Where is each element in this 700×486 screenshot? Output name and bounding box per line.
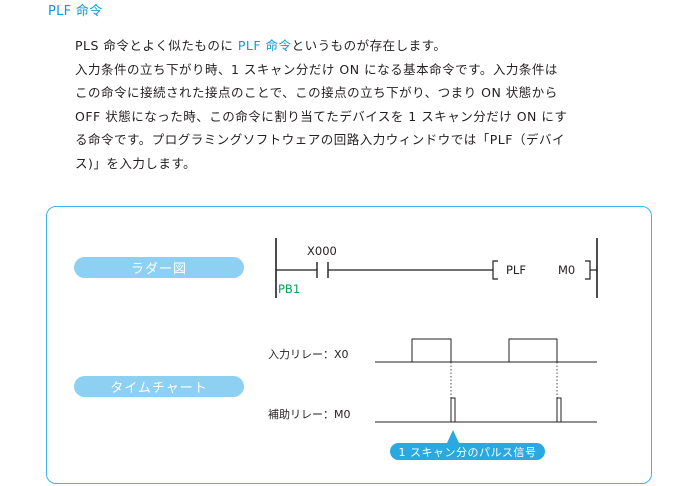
input-relay-label: 入力リレー：X0 (268, 348, 349, 361)
paragraph-line-4: OFF 状態になった時、この命令に割り当てたデバイスを 1 スキャン分だけ ON… (75, 108, 568, 124)
line1-post: というものが存在します。 (291, 38, 447, 53)
instruction-bracket-close (585, 260, 591, 280)
paragraph-line-5: る命令です。プログラミングソフトウェアの回路入力ウィンドウでは「PLF（デバイ (75, 132, 565, 148)
x0-pulse-2 (508, 338, 558, 362)
plf-highlight: PLF 命令 (237, 38, 292, 53)
ladder-diagram-label: ラダー図 (74, 257, 244, 278)
instruction-label: PLF (506, 263, 526, 277)
body-paragraph: PLS 命令とよく似たものに PLF 命令というものが存在します。 入力条件の立… (75, 34, 635, 176)
paragraph-line-3: この命令に接続された接点のことで、この接点の立ち下がり、つまり ON 状態から (75, 85, 558, 101)
contact-device-label: X000 (307, 244, 337, 258)
callout-pointer (447, 430, 459, 443)
paragraph-line-6: ス)」を入力します。 (75, 155, 197, 171)
paragraph-line-1: PLS 命令とよく似たものに PLF 命令というものが存在します。 (75, 34, 635, 58)
contact-comment-label: PB1 (278, 282, 301, 296)
diagram-frame (46, 206, 652, 484)
line1-pre: PLS 命令とよく似たものに (75, 38, 238, 53)
m0-pulse-2 (556, 397, 562, 422)
section-heading: PLF 命令 (48, 4, 103, 19)
aux-relay-label: 補助リレー：M0 (268, 408, 351, 421)
x0-pulse-1 (411, 338, 452, 362)
m0-pulse-1 (450, 397, 456, 422)
instruction-bracket-open (492, 260, 498, 280)
pulse-callout: 1 スキャン分のパルス信号 (390, 443, 545, 460)
instruction-device-label: M0 (558, 263, 576, 277)
paragraph-line-2: 入力条件の立ち下がり時、1 スキャン分だけ ON になる基本命令です。入力条件は (75, 61, 558, 77)
timechart-label: タイムチャート (74, 376, 244, 397)
